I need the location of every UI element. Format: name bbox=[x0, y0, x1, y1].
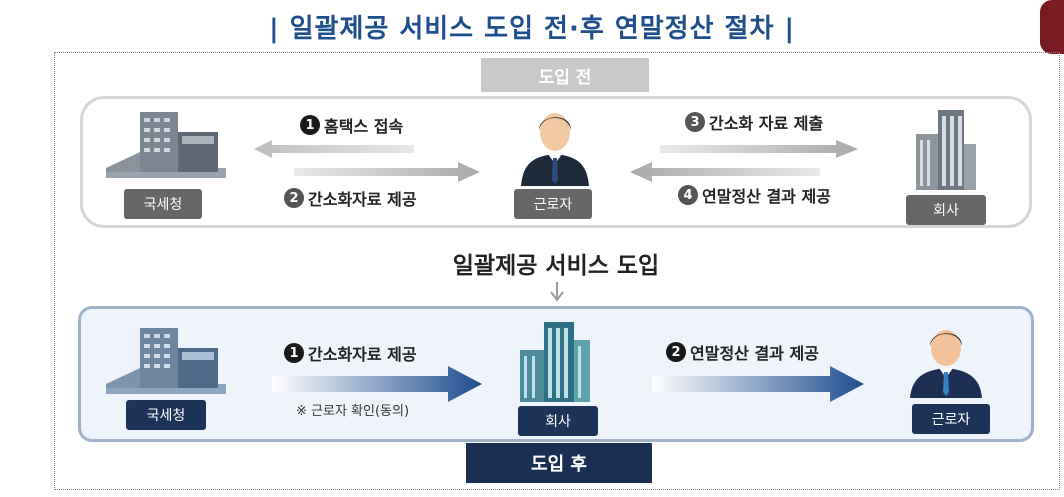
before-tab: 도입 전 bbox=[481, 58, 649, 92]
worker-person-icon bbox=[910, 330, 982, 398]
nts-building-icon bbox=[106, 112, 226, 178]
step-number-icon: 2 bbox=[666, 342, 686, 362]
consent-note: ※ 근로자 확인(동의) bbox=[296, 404, 410, 419]
after-step-2: 2 연말정산 결과 제공 bbox=[666, 340, 819, 364]
diagram-frame bbox=[54, 52, 1060, 490]
after-worker-label: 근로자 bbox=[912, 404, 990, 434]
after-company-label: 회사 bbox=[518, 406, 598, 436]
before-worker-label: 근로자 bbox=[514, 189, 592, 219]
after-arrow-company-to-worker bbox=[652, 366, 864, 402]
step-number-icon: 1 bbox=[284, 343, 304, 363]
company-building-icon bbox=[520, 322, 590, 402]
step-number-icon: 3 bbox=[685, 112, 705, 132]
after-tab: 도입 후 bbox=[466, 443, 652, 483]
before-step-4: 4 연말정산 결과 제공 bbox=[678, 183, 831, 207]
before-company-label: 회사 bbox=[906, 195, 986, 225]
before-right-double-arrow bbox=[630, 140, 858, 182]
worker-person-icon bbox=[521, 113, 589, 186]
before-left-double-arrow bbox=[254, 140, 480, 182]
before-step-3: 3 간소화 자료 제출 bbox=[685, 110, 823, 134]
before-step-2: 2 간소화자료 제공 bbox=[284, 186, 417, 210]
before-nts-label: 국세청 bbox=[124, 189, 202, 219]
step-number-icon: 1 bbox=[300, 115, 320, 135]
company-building-icon bbox=[916, 110, 976, 190]
step-number-icon: 2 bbox=[284, 188, 304, 208]
step-number-icon: 4 bbox=[678, 185, 698, 205]
page-title: | 일괄제공 서비스 도입 전·후 연말정산 절차 | bbox=[269, 14, 795, 44]
after-arrow-nts-to-company bbox=[272, 366, 482, 402]
before-step-1: 1 홈택스 접속 bbox=[300, 113, 403, 137]
after-nts-label: 국세청 bbox=[126, 400, 206, 430]
nts-building-icon bbox=[106, 328, 226, 394]
seal-stamp bbox=[1040, 0, 1064, 54]
down-arrow-icon bbox=[550, 282, 564, 302]
service-introduction-title: 일괄제공 서비스 도입 bbox=[452, 253, 660, 279]
after-step-1: 1 간소화자료 제공 bbox=[284, 341, 417, 365]
